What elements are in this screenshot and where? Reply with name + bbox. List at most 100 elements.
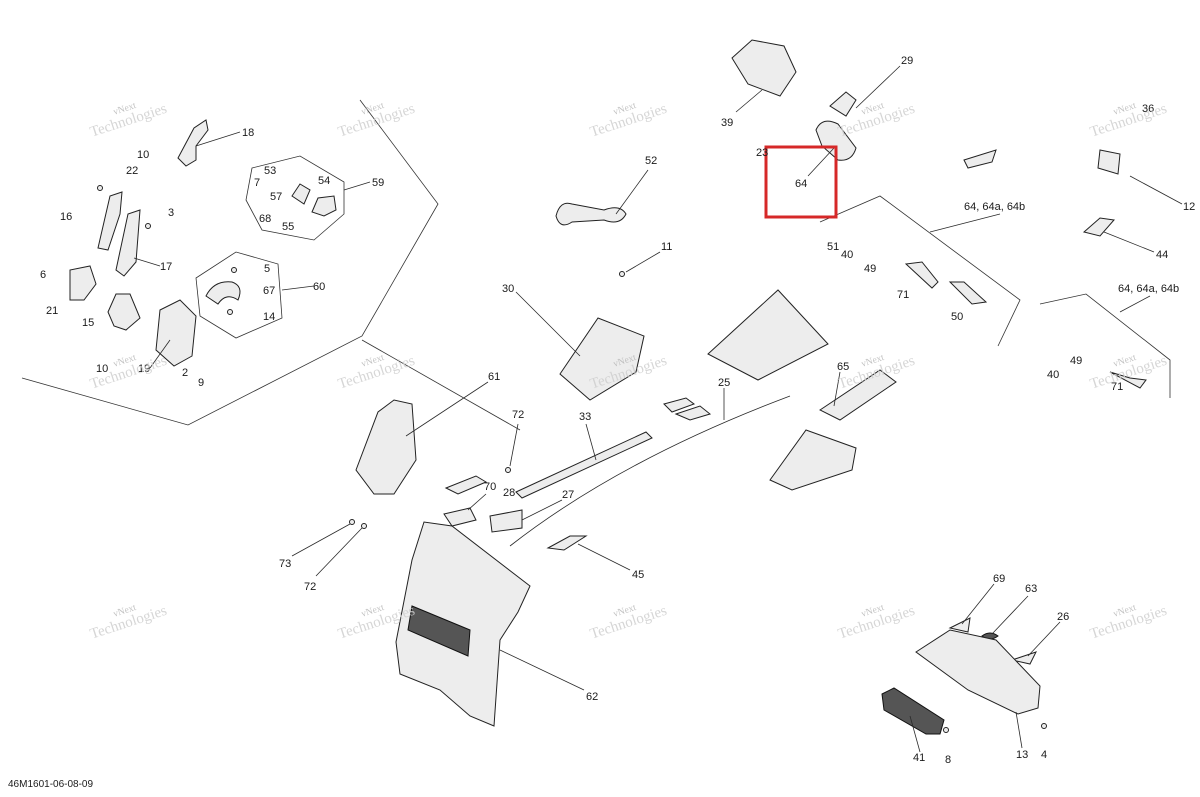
leader-72b <box>315 527 363 577</box>
decal-part-44 <box>1082 217 1115 237</box>
part-label: 27 <box>562 489 574 501</box>
seat-group-boundary <box>361 339 521 431</box>
strap-part-71 <box>904 261 939 289</box>
decal-part-top-right <box>963 149 997 169</box>
part-label: 71 <box>897 289 909 301</box>
leader-73 <box>291 523 351 557</box>
decal-part-28 <box>443 507 477 527</box>
leader-17 <box>133 257 161 267</box>
part-label: 65 <box>837 361 849 373</box>
part-label: 55 <box>282 221 294 233</box>
part-label: 61 <box>488 371 500 383</box>
part-label: 36 <box>1142 103 1154 115</box>
part-label: 49 <box>864 263 876 275</box>
part-label: 67 <box>263 285 275 297</box>
part-label: 60 <box>313 281 325 293</box>
screw-part-72b <box>361 523 367 529</box>
leader-70 <box>467 493 487 511</box>
leader-41 <box>909 715 921 753</box>
part-label: 15 <box>82 317 94 329</box>
part-label: 17 <box>160 261 172 273</box>
handle-part-39 <box>731 39 797 97</box>
group-boundaries <box>21 99 1171 431</box>
part-label: 9 <box>198 377 204 389</box>
screw-part-72a <box>505 467 511 473</box>
leader-12 <box>1129 175 1183 205</box>
leader-63 <box>991 595 1029 635</box>
screw-part-5 <box>231 267 237 273</box>
screw-part-8 <box>943 727 949 733</box>
part-label: 64, 64a, 64b <box>964 201 1025 213</box>
part-label: 13 <box>1016 749 1028 761</box>
part-label: 73 <box>279 558 291 570</box>
part-label: 4 <box>1041 749 1047 761</box>
leader-61 <box>405 381 489 437</box>
part-label: 52 <box>645 155 657 167</box>
leader-27 <box>521 499 563 521</box>
cable-part-25 <box>509 395 791 547</box>
group-64-far-right-boundary <box>1039 293 1171 398</box>
part-label: 8 <box>945 754 951 766</box>
decal-part-26 <box>1010 651 1037 665</box>
leader-64ab-1 <box>929 213 1001 233</box>
strip-part-50 <box>948 281 988 305</box>
part-label: 62 <box>586 691 598 703</box>
part-label: 28 <box>503 487 515 499</box>
decal-part-45 <box>546 535 588 551</box>
part-label: 40 <box>1047 369 1059 381</box>
decal-part-mid <box>663 397 696 413</box>
screw-part-73 <box>349 519 355 525</box>
leader-lines <box>133 65 1183 753</box>
part-label: 59 <box>372 177 384 189</box>
footrest-part-17 <box>115 209 141 277</box>
logo-plate-part-62 <box>407 605 471 657</box>
left-group-boundary <box>21 99 439 426</box>
part-label: 53 <box>264 165 276 177</box>
leader-59 <box>343 181 371 191</box>
decal-part-27 <box>489 509 523 533</box>
part-label: 40 <box>841 249 853 261</box>
part-label: 63 <box>1025 583 1037 595</box>
leader-18 <box>195 131 241 147</box>
support-part-19 <box>155 299 197 367</box>
part-label: 64, 64a, 64b <box>1118 283 1179 295</box>
leader-29 <box>855 65 901 109</box>
spring-part-54 <box>291 183 311 205</box>
part-label: 45 <box>632 569 644 581</box>
leader-13 <box>1015 711 1023 749</box>
screw-part-14 <box>227 309 233 315</box>
part-label: 71 <box>1111 381 1123 393</box>
console-part-13 <box>915 629 1041 715</box>
footboard-part-30 <box>559 317 645 401</box>
hood-part-62 <box>395 521 531 727</box>
screw-part-3 <box>145 223 151 229</box>
bracket-part-21 <box>69 265 97 301</box>
clip-part-29 <box>829 91 857 117</box>
group-59-boundary <box>245 155 345 241</box>
footrest-part-16 <box>97 191 123 251</box>
leader-72a <box>509 423 519 467</box>
leader-69 <box>961 583 995 625</box>
part-label: 19 <box>138 363 150 375</box>
part-label: 68 <box>259 213 271 225</box>
part-label: 16 <box>60 211 72 223</box>
leader-44 <box>1103 231 1155 253</box>
screw-part-4 <box>1041 723 1047 729</box>
part-label: 51 <box>827 241 839 253</box>
part-label: 39 <box>721 117 733 129</box>
leader-60 <box>281 285 315 291</box>
decal-part-70 <box>444 475 488 495</box>
part-label: 6 <box>40 269 46 281</box>
leader-26 <box>1027 621 1061 657</box>
part-label: 10 <box>137 149 149 161</box>
part-label: 64 <box>795 178 807 190</box>
part-label: 18 <box>242 127 254 139</box>
part-label: 26 <box>1057 611 1069 623</box>
part-label: 21 <box>46 305 58 317</box>
leader-65 <box>833 371 841 407</box>
part-label: 72 <box>512 409 524 421</box>
decal-part-65 <box>819 369 897 421</box>
leader-52 <box>615 169 649 215</box>
part-label: 50 <box>951 311 963 323</box>
